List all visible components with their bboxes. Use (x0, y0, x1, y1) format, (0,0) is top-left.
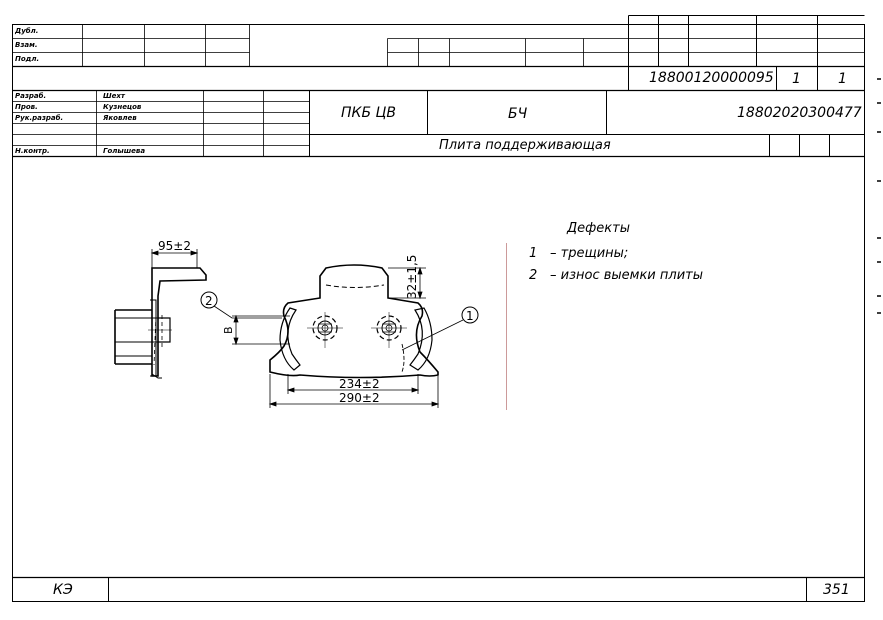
role-label: Рук.разраб. (15, 114, 64, 122)
sheet-number: 1 (792, 71, 801, 87)
role-label: Разраб. (15, 92, 47, 100)
role-name: Кузнецов (103, 103, 142, 111)
footer-left: КЭ (53, 582, 73, 598)
dim-b: В (222, 326, 235, 334)
callout-2: 2 (205, 294, 213, 308)
doc-number: 18800120000095 (649, 70, 774, 86)
page-number: 351 (823, 582, 850, 598)
defect-number: 1 (529, 246, 538, 261)
dim-outer-width: 290±2 (339, 391, 380, 405)
role-label: Пров. (15, 103, 38, 111)
dim-height: 32±1,5 (405, 255, 419, 299)
role-label: Н.контр. (15, 147, 50, 155)
role-name: Шехт (103, 92, 125, 100)
main-view (269, 264, 439, 379)
callout-1: 1 (466, 309, 474, 323)
stamp-row-dubl: Дубл. (15, 27, 39, 35)
defect-number: 2 (529, 268, 538, 283)
defect-text: – износ выемки плиты (550, 268, 703, 283)
unit: БЧ (508, 106, 528, 122)
stamp-row-podl: Подл. (15, 55, 40, 63)
dim-top-width: 95±2 (158, 239, 191, 253)
role-name: Голышева (103, 147, 146, 155)
organization: ПКБ ЦВ (341, 105, 396, 121)
designation: 18802020300477 (737, 105, 862, 121)
role-name: Яковлев (103, 114, 137, 122)
defects-title: Дефекты (567, 221, 630, 236)
sheets-total: 1 (838, 71, 847, 87)
side-view (114, 267, 207, 379)
dim-inner-width: 234±2 (339, 377, 380, 391)
stamp-row-vzam: Взам. (15, 41, 38, 49)
part-name: Плита поддерживающая (439, 138, 611, 153)
defect-text: – трещины; (550, 246, 629, 261)
